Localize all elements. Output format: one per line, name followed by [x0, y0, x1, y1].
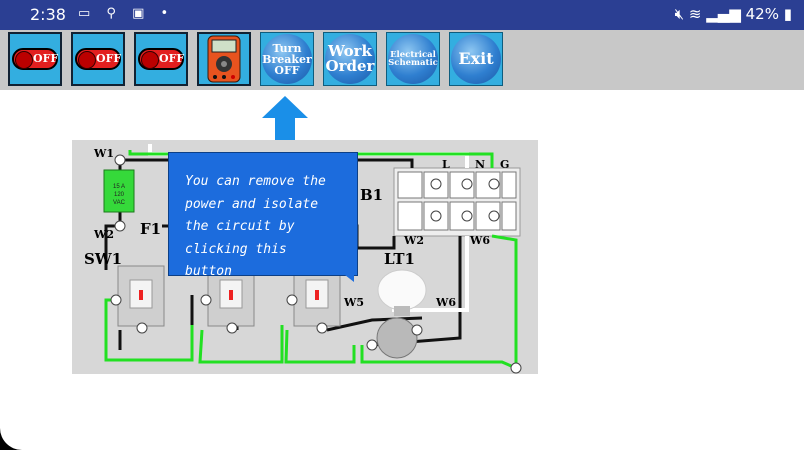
label-w6-panel: W6 [470, 234, 491, 247]
label-w5: W5 [344, 296, 365, 309]
mute-icon: 🔇︎ [674, 5, 685, 23]
exit-label: Exit [451, 34, 501, 84]
label-n: N [475, 158, 486, 171]
toggle-switch-icon: OFF [12, 48, 58, 70]
switch-1-off-button[interactable]: OFF [8, 32, 62, 86]
label-w2: W2 [94, 228, 115, 241]
status-time: 2:38 [30, 5, 66, 24]
switch-devices [117, 265, 341, 327]
tooltip-tail [336, 268, 354, 282]
label-g: G [500, 158, 510, 171]
multimeter-button[interactable] [197, 32, 251, 86]
label-b1: B1 [360, 186, 384, 204]
label-f1: F1 [140, 220, 162, 238]
wifi-icon: ≋ [688, 5, 702, 23]
label-l: L [442, 158, 450, 171]
battery-text: 42% [745, 5, 779, 23]
status-bar: 2:38 ▭ ⚲ ▣ • 🔇︎ ≋ ▂▄▆ 42% ▮ [0, 0, 804, 30]
bulb-icon [377, 269, 427, 311]
battery-icon: ▮ [783, 5, 792, 23]
label-w1: W1 [94, 147, 115, 160]
signal-icon: ▂▄▆ [706, 5, 741, 23]
up-arrow-icon [262, 96, 308, 144]
fuse-rating-line-1: 15 A [113, 184, 125, 190]
exit-button[interactable]: Exit [449, 32, 503, 86]
label-sw1: SW1 [84, 250, 123, 268]
label-lt1: LT1 [384, 250, 415, 268]
switch-2-off-button[interactable]: OFF [71, 32, 125, 86]
toggle-switch-icon: OFF [75, 48, 121, 70]
fuse-rating-line-2: 120 [114, 192, 125, 198]
multimeter-icon [207, 35, 241, 83]
switch-3-off-button[interactable]: OFF [134, 32, 188, 86]
status-notification-icons: ▭ ⚲ ▣ • [78, 6, 175, 21]
fuse-rating-line-3: VAC [113, 200, 126, 206]
wiring-diagram-graphic: 15 A 120 VAC [103, 144, 522, 374]
toggle-switch-icon: OFF [138, 48, 184, 70]
hint-tooltip: You can remove the power and isolate the… [168, 152, 358, 279]
label-w6: W6 [436, 296, 457, 309]
status-right: 🔇︎ ≋ ▂▄▆ 42% ▮ [675, 5, 792, 23]
label-w2-panel: W2 [404, 234, 425, 247]
